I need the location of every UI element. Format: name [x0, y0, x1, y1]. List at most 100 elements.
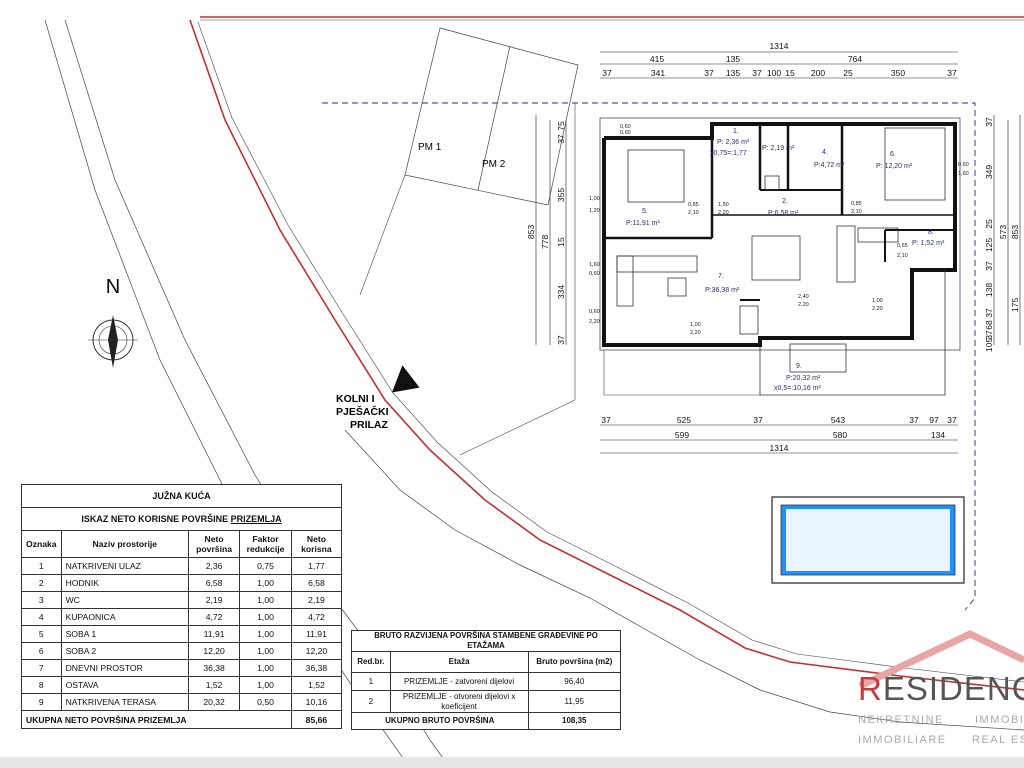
road-edge-right: [344, 429, 1024, 731]
dim-left: 75: [556, 121, 566, 131]
room-2-number: 2.: [782, 198, 788, 205]
dim-bottom: 134: [931, 430, 945, 440]
dim-top: 135: [726, 68, 740, 78]
pool: [771, 496, 965, 584]
dim-right: 349: [984, 165, 994, 179]
table1-header-row: Oznaka Naziv prostorije Neto površina Fa…: [21, 530, 343, 558]
access-label-1: KOLNI I: [336, 393, 375, 405]
dim-top: 25: [843, 68, 853, 78]
table2-header-row: Red.br. Etaža Bruto površina (m2): [351, 651, 622, 673]
table1-header: Neto površina: [187, 530, 241, 558]
table1-header: Faktor redukcije: [239, 530, 292, 558]
room-4-area: P:4,72 m²: [814, 162, 845, 169]
residence-logo: RESIDENCE NEKRETNINE IMMOBI IMMOBILIARE …: [850, 630, 1024, 768]
dim-top: 37: [752, 68, 762, 78]
access-label-2: PJEŠAČKI: [336, 405, 389, 418]
dim-right: 105: [984, 338, 994, 352]
room-8-area: P: 1,52 m²: [912, 240, 945, 247]
opening-label: 1,00: [589, 196, 600, 202]
dim-right: 68: [984, 320, 994, 330]
dim-left-outer: 853: [526, 225, 536, 239]
dim-left: 334: [556, 285, 566, 299]
dim-top: 135: [726, 54, 740, 64]
room-8-number: 8.: [928, 229, 934, 236]
dim-right-mid: 573: [998, 225, 1008, 239]
logo-brand: RESIDENCE: [858, 670, 1024, 707]
parking-label-1: PM 1: [418, 142, 442, 153]
dim-right: 25: [984, 219, 994, 229]
room-5-area: P:11,91 m²: [626, 220, 660, 227]
net-area-table: JUŽNA KUĆA ISKAZ NETO KORISNE POVRŠINE P…: [21, 484, 343, 729]
opening-label: 2,10: [688, 210, 699, 216]
dim-top: 37: [704, 68, 714, 78]
dim-bottom: 543: [831, 415, 845, 425]
room-7-area: P:36,38 m²: [705, 287, 740, 294]
opening-label: 0,60: [620, 130, 631, 136]
opening-label: 2,20: [872, 306, 883, 312]
dim-right: 125: [984, 238, 994, 252]
parking-area: [404, 27, 579, 206]
dim-bottom: 599: [675, 430, 689, 440]
dim-left: 15: [556, 237, 566, 247]
right-dimensions: [993, 115, 1021, 345]
access-arrow-icon: [391, 365, 420, 393]
table1-header: Oznaka: [21, 530, 62, 558]
dim-top: 415: [650, 54, 664, 64]
access-label-3: PRILAZ: [350, 419, 389, 431]
dim-bottom: 525: [677, 415, 691, 425]
room-1-area: P: 2,36 m²: [717, 139, 750, 146]
dim-bottom-total: 1314: [770, 443, 789, 453]
house-walls: [599, 117, 961, 351]
dim-right: 37: [984, 117, 994, 127]
opening-label: 2,40: [798, 294, 809, 300]
opening-label: 2,20: [798, 302, 809, 308]
plot-boundary-inner: [197, 21, 1024, 683]
room-9-number: 9.: [796, 363, 802, 370]
dim-top: 37: [602, 68, 612, 78]
opening-label: 2,10: [897, 253, 908, 259]
dim-top: 341: [651, 68, 665, 78]
dim-bottom: 97: [929, 415, 939, 425]
setback-dashed-line: [322, 102, 976, 611]
dim-top: 15: [785, 68, 795, 78]
room-9-area: P:20,32 m²: [786, 375, 821, 382]
opening-label: 2,20: [690, 330, 701, 336]
room-9-extra: x0,5=:10,16 m²: [774, 385, 822, 392]
opening-label: 0,85: [688, 202, 699, 208]
room-6-number: 6.: [890, 151, 896, 158]
table1-header: Neto korisna: [290, 530, 343, 558]
terrace-outline: [759, 270, 946, 396]
bottom-dimensions: [600, 424, 958, 454]
opening-label: 1,00: [872, 298, 883, 304]
logo-line1a: NEKRETNINE: [858, 714, 944, 726]
dim-top: 100: [767, 68, 781, 78]
dim-bottom: 37: [909, 415, 919, 425]
dim-right: 37: [984, 261, 994, 271]
dim-right: 37: [984, 330, 994, 340]
dim-top: 350: [891, 68, 905, 78]
dim-left: 37: [556, 134, 566, 144]
dim-bottom: 580: [833, 430, 847, 440]
north-label: N: [106, 276, 120, 298]
parking-label-2: PM 2: [482, 159, 506, 170]
opening-label: 0,60: [620, 124, 631, 130]
room-3-area: P: 2,19 m²: [762, 145, 795, 152]
opening-label: 0,65: [897, 243, 908, 249]
dim-top-total: 1314: [770, 41, 789, 51]
plot-boundary-red: [189, 19, 1024, 691]
opening-label: 1,20: [589, 208, 600, 214]
room-5-number: 5.: [642, 208, 648, 215]
table2-title: BRUTO RAZVIJENA POVRŠINA STAMBENE GRAĐEV…: [351, 630, 621, 652]
room-7-number: 7.: [718, 273, 724, 280]
opening-label: 1,50: [718, 202, 729, 208]
room-1-number: 1.: [733, 128, 739, 135]
